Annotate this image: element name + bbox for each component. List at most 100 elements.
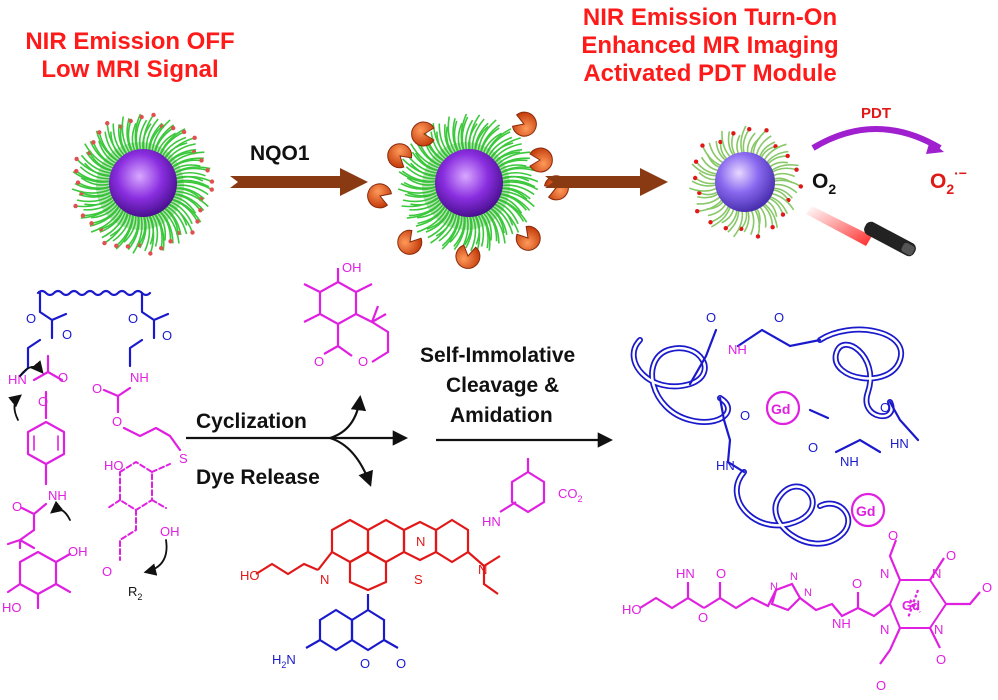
chain-end-dot bbox=[798, 184, 804, 189]
svg-text:N: N bbox=[770, 581, 778, 593]
svg-text:O: O bbox=[888, 528, 898, 543]
micelle-with-enzyme bbox=[367, 111, 569, 269]
svg-text:N: N bbox=[880, 566, 889, 581]
svg-text:O: O bbox=[698, 610, 708, 625]
svg-text:O: O bbox=[26, 311, 36, 326]
chain-end-dot bbox=[151, 112, 156, 118]
svg-text:O: O bbox=[112, 414, 122, 429]
chain-end-dot bbox=[125, 244, 131, 249]
peg-chain bbox=[402, 158, 440, 177]
amidation-label: Amidation bbox=[450, 404, 553, 427]
peg-chain bbox=[147, 213, 155, 254]
chain-end-dot bbox=[700, 143, 705, 148]
chain-end-dot bbox=[199, 158, 204, 163]
state-before-caption: NIR Emission OFF Low MRI Signal bbox=[10, 28, 250, 84]
svg-text:O: O bbox=[716, 566, 726, 581]
chain-end-dot bbox=[89, 221, 94, 226]
peg-chain bbox=[75, 195, 115, 208]
chain-end-dot bbox=[170, 125, 176, 131]
chain-end-dot bbox=[74, 168, 79, 174]
nqo1-label: NQO1 bbox=[250, 142, 310, 165]
chain-end-dot bbox=[755, 234, 761, 239]
chain-end-dot bbox=[102, 240, 107, 246]
svg-text:HN: HN bbox=[482, 514, 501, 529]
peg-chain bbox=[401, 195, 441, 208]
svg-text:S: S bbox=[414, 572, 423, 587]
svg-text:N: N bbox=[416, 534, 425, 549]
svg-text:NH: NH bbox=[832, 616, 851, 631]
peg-chain bbox=[83, 197, 117, 211]
svg-text:CO2: CO2 bbox=[558, 486, 583, 504]
nir-dye-released: HO N N S N bbox=[240, 518, 501, 595]
peg-chain bbox=[104, 210, 129, 244]
chain-end-dot bbox=[168, 239, 173, 244]
svg-text:O: O bbox=[102, 564, 112, 579]
chain-end-dot bbox=[97, 130, 102, 135]
aminocoumarin-released: H2N O O bbox=[272, 594, 406, 671]
gd-dota-conjugate: HO HN O O N N N NH O N N N N Gd O O O O … bbox=[622, 528, 992, 693]
svg-text:O: O bbox=[128, 311, 138, 326]
nir-off-text: NIR Emission OFF bbox=[25, 28, 235, 55]
chain-end-dot bbox=[91, 140, 96, 145]
svg-text:N: N bbox=[790, 571, 798, 583]
peg-chain bbox=[416, 205, 449, 233]
svg-text:Gd: Gd bbox=[771, 401, 790, 417]
nanoparticle-sphere bbox=[715, 152, 775, 212]
chain-end-dot bbox=[794, 167, 799, 172]
chain-end-dot bbox=[747, 126, 752, 132]
svg-text:O: O bbox=[12, 499, 22, 514]
low-mri-text: Low MRI Signal bbox=[41, 56, 219, 83]
peg-chain bbox=[441, 212, 460, 247]
svg-text:O: O bbox=[62, 327, 72, 342]
svg-text:HO: HO bbox=[104, 458, 124, 473]
chain-end-dot bbox=[190, 230, 195, 235]
chain-end-dot bbox=[128, 118, 133, 124]
peg-chain bbox=[112, 211, 132, 242]
nqo1-enzyme-icon bbox=[387, 143, 413, 169]
chain-end-dot bbox=[80, 213, 86, 218]
hn-far-link: HN bbox=[890, 436, 909, 451]
chain-end-dot bbox=[205, 168, 210, 173]
hn-carbamate-left: HN bbox=[8, 372, 27, 387]
svg-text:OH: OH bbox=[68, 544, 88, 559]
lactone-byproduct: OH O O bbox=[303, 260, 390, 369]
chain-end-dot bbox=[181, 129, 187, 135]
chain-end-dot bbox=[693, 159, 699, 164]
activated-nanoparticle bbox=[689, 125, 804, 239]
chain-end-dot bbox=[209, 187, 214, 192]
nqo1-enzyme-icon bbox=[397, 229, 423, 255]
peg-chain bbox=[427, 209, 453, 239]
svg-text:O: O bbox=[880, 400, 890, 415]
svg-text:O: O bbox=[58, 370, 68, 385]
state-after-caption: NIR Emission Turn-On Enhanced MR Imaging… bbox=[535, 4, 885, 88]
svg-text:HO: HO bbox=[2, 600, 22, 615]
nh-right-link: NH bbox=[840, 454, 859, 469]
chain-end-dot bbox=[73, 203, 78, 209]
peg-chain bbox=[91, 203, 121, 225]
chain-end-dot bbox=[718, 139, 723, 145]
peg-chain bbox=[430, 210, 455, 244]
svg-text:O: O bbox=[808, 440, 818, 455]
crosslinked-polymer-network bbox=[630, 326, 920, 547]
chain-end-dot bbox=[148, 251, 153, 256]
svg-text:HN: HN bbox=[676, 566, 695, 581]
svg-text:O: O bbox=[740, 408, 750, 423]
gd-complex-top: Gd bbox=[765, 390, 801, 426]
svg-text:O: O bbox=[946, 548, 956, 563]
laser-pointer-icon bbox=[806, 206, 916, 257]
chain-end-dot bbox=[114, 243, 119, 249]
nh-carbamate-right: NH bbox=[130, 370, 149, 385]
peg-chain bbox=[132, 213, 143, 254]
chain-end-dot bbox=[192, 135, 197, 141]
hn-left-link: HN bbox=[716, 458, 735, 473]
chain-end-dot bbox=[695, 208, 700, 214]
peg-chain bbox=[82, 199, 118, 217]
peg-chain bbox=[397, 187, 439, 194]
chain-end-dot bbox=[195, 219, 200, 224]
svg-text:O: O bbox=[358, 354, 368, 369]
chain-end-dot bbox=[731, 131, 736, 136]
svg-text:N: N bbox=[320, 572, 329, 587]
chain-end-dot bbox=[785, 153, 790, 159]
gd-complex-bottom: Gd bbox=[850, 492, 886, 528]
svg-text:N: N bbox=[934, 622, 943, 637]
